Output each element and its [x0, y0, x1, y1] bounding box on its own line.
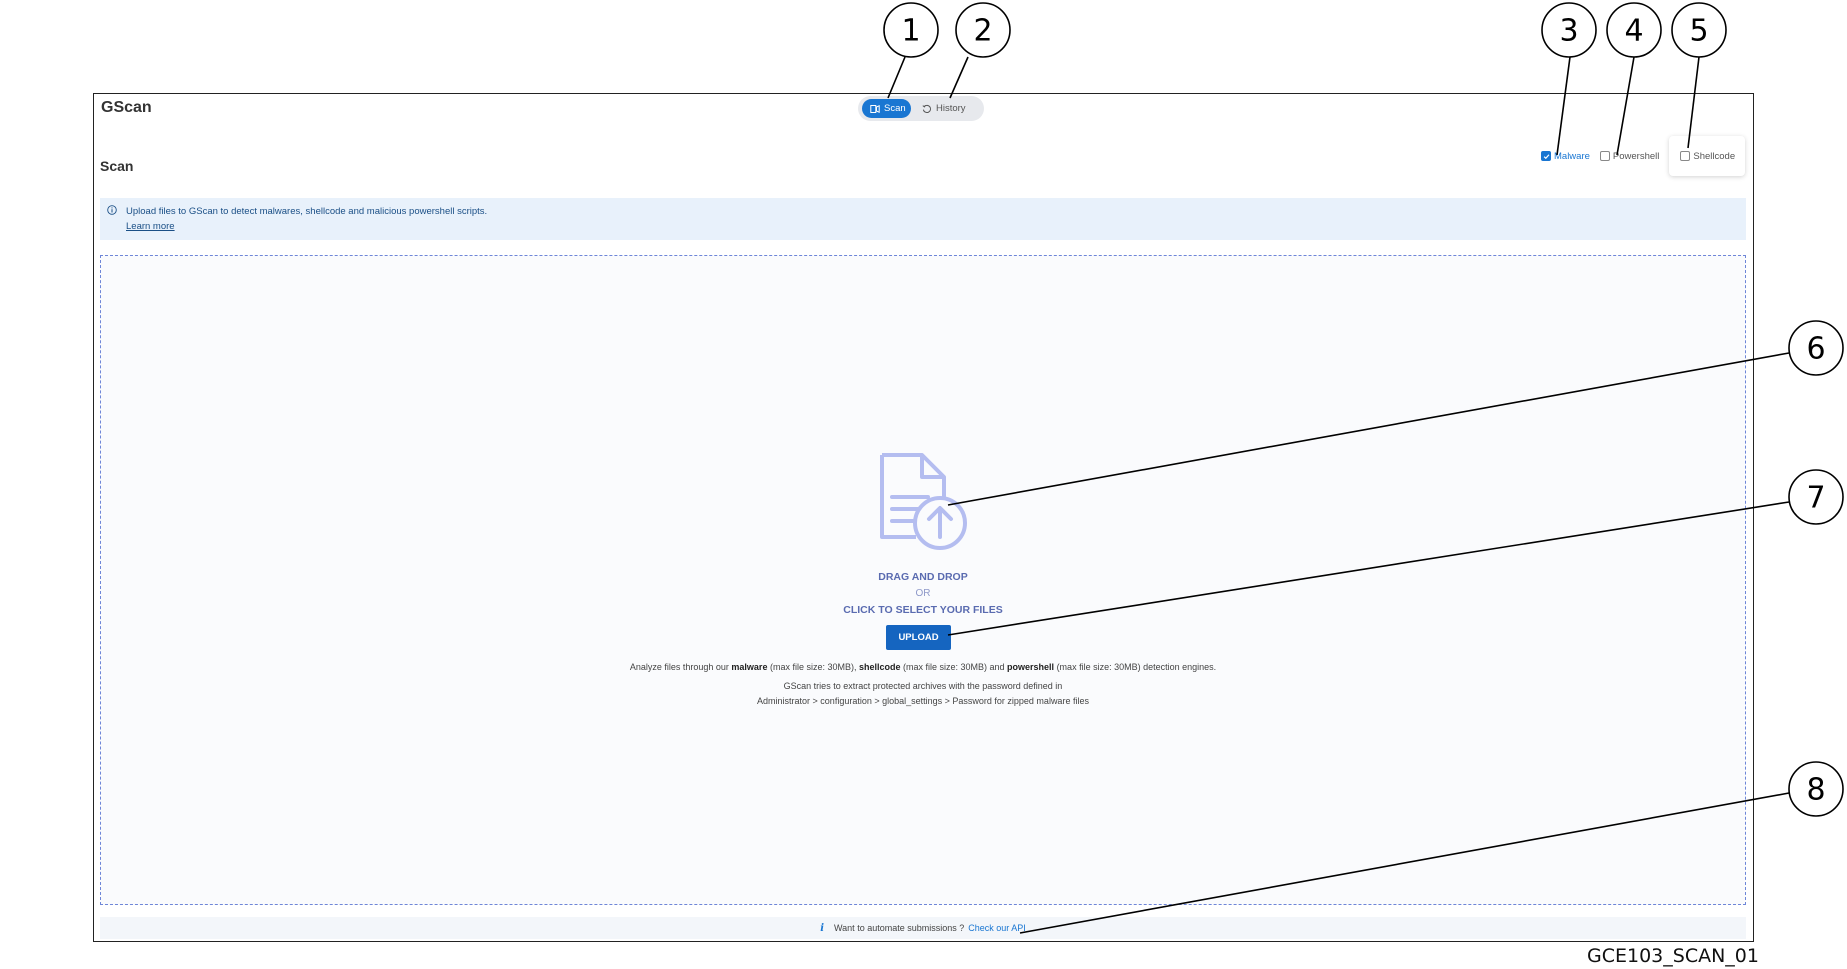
callout-1: 1 — [883, 2, 939, 58]
svg-text:8: 8 — [1806, 773, 1825, 808]
shellcode-engine-checkbox[interactable]: Shellcode — [1669, 136, 1746, 176]
archive-password-path: Administrator > configuration > global_s… — [757, 696, 1089, 706]
svg-text:4: 4 — [1624, 14, 1643, 49]
checkbox-checked-icon[interactable] — [1541, 151, 1551, 161]
api-footer: i Want to automate submissions ? Check o… — [100, 917, 1746, 939]
info-icon: i — [820, 922, 825, 934]
history-tab-label: History — [936, 103, 966, 114]
callout-7: 7 — [1788, 469, 1844, 525]
svg-text:1: 1 — [901, 14, 920, 49]
powershell-engine-label: Powershell — [1612, 150, 1660, 162]
callout-3: 3 — [1541, 2, 1597, 58]
shellcode-engine-label: Shellcode — [1693, 150, 1736, 162]
or-separator-text: OR — [915, 588, 931, 599]
checkbox-unchecked-icon[interactable] — [1599, 151, 1610, 161]
info-banner: Upload files to GScan to detect malwares… — [100, 198, 1746, 240]
app-title: GScan — [101, 99, 152, 116]
malware-engine-label: Malware — [1554, 150, 1590, 162]
malware-engine-checkbox[interactable]: Malware — [1541, 151, 1590, 162]
callout-6: 6 — [1788, 320, 1844, 376]
callout-2: 2 — [955, 2, 1011, 58]
scan-icon — [870, 104, 880, 113]
drag-and-drop-text: DRAG AND DROP — [878, 571, 968, 583]
page-title: Scan — [100, 158, 134, 174]
callout-5: 5 — [1671, 2, 1727, 58]
svg-text:7: 7 — [1806, 481, 1825, 516]
svg-text:2: 2 — [973, 14, 992, 49]
info-circle-icon — [107, 205, 117, 215]
file-dropzone[interactable]: DRAG AND DROP OR CLICK TO SELECT YOUR FI… — [100, 255, 1746, 905]
history-icon — [922, 104, 932, 113]
powershell-engine-checkbox[interactable]: Powershell — [1599, 150, 1660, 162]
desc-shellcode: shellcode — [858, 662, 901, 672]
app-window: GScan Scan History Scan — [93, 93, 1754, 942]
engines-description: Analyze files through our malware (max f… — [101, 662, 1745, 672]
desc-part-2: (max file size: 30MB), — [767, 662, 859, 672]
learn-more-link[interactable]: Learn more — [126, 221, 175, 232]
view-switcher: Scan History — [858, 96, 984, 121]
scan-tab-label: Scan — [884, 103, 906, 114]
svg-text:3: 3 — [1559, 14, 1578, 49]
desc-malware: malware — [731, 662, 768, 672]
upload-button[interactable]: UPLOAD — [886, 625, 951, 650]
desc-part-4: (max file size: 30MB) detection engines. — [1054, 662, 1217, 672]
engine-selector: Malware Powershell Shellcode — [1541, 136, 1746, 176]
svg-text:6: 6 — [1806, 332, 1825, 367]
archive-password-text: GScan tries to extract protected archive… — [783, 681, 1063, 691]
desc-part-1: Analyze files through our — [629, 662, 732, 672]
check-api-link[interactable]: Check our API — [968, 923, 1026, 933]
history-tab-button[interactable]: History — [914, 99, 978, 118]
desc-powershell: powershell — [1007, 662, 1055, 672]
callout-8: 8 — [1788, 761, 1844, 817]
api-text: Want to automate submissions ? — [834, 923, 965, 933]
click-to-select-text: CLICK TO SELECT YOUR FILES — [843, 604, 1003, 616]
callout-4: 4 — [1606, 2, 1662, 58]
file-upload-icon — [880, 453, 967, 550]
svg-text:5: 5 — [1689, 14, 1708, 49]
scan-tab-button[interactable]: Scan — [862, 99, 911, 118]
info-text: Upload files to GScan to detect malwares… — [126, 206, 488, 217]
desc-part-3: (max file size: 30MB) and — [900, 662, 1008, 672]
figure-caption: GCE103_SCAN_01 — [1587, 945, 1759, 967]
checkbox-unchecked-icon[interactable] — [1680, 151, 1691, 161]
